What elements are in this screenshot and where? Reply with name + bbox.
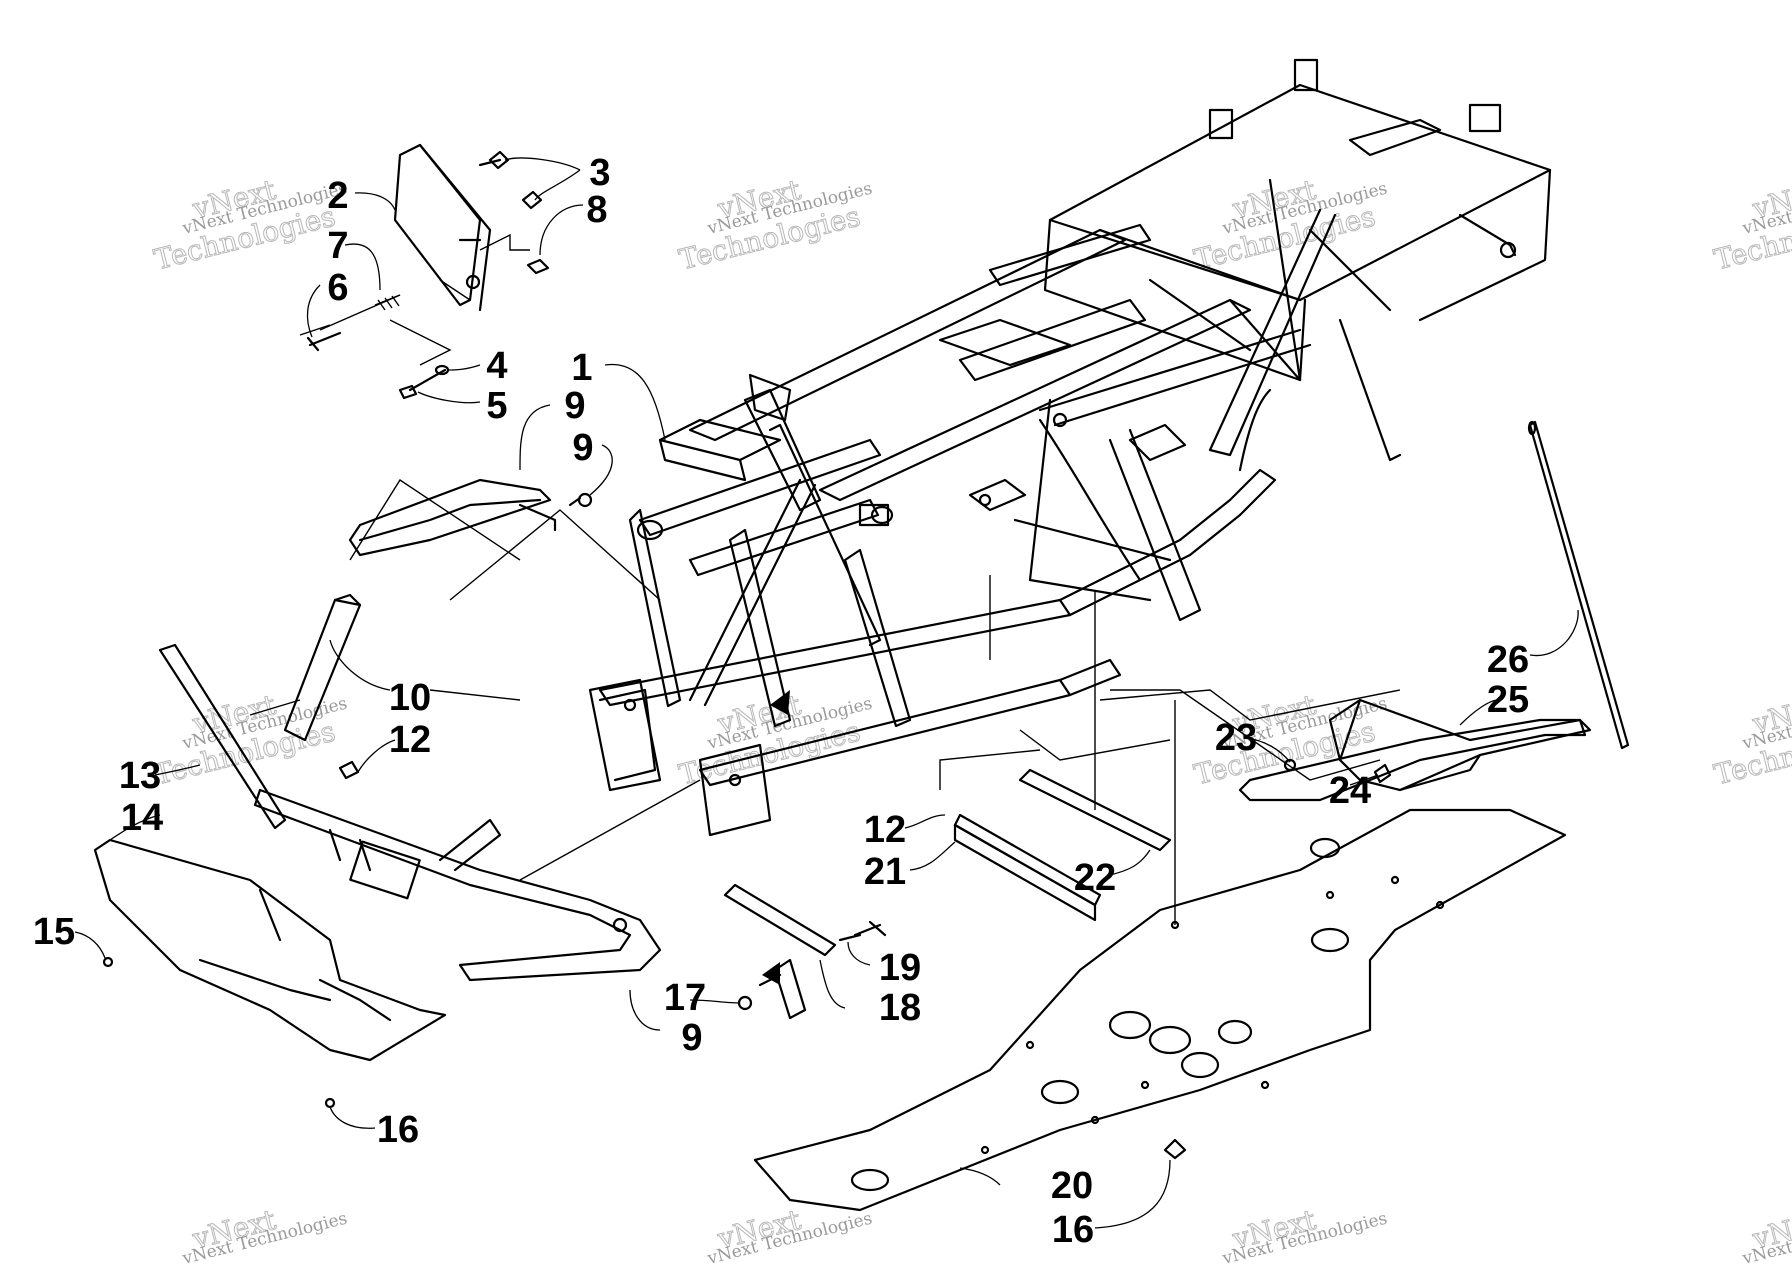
- frame-pad-rear: [1018, 768, 1172, 852]
- watermark: vNext vNext Technologies Technologies: [1190, 172, 1389, 276]
- bracket-bolt: [838, 920, 887, 942]
- front-rack-bracket: [348, 478, 593, 557]
- callout-24: 24: [1329, 770, 1371, 812]
- rear-tube-rail: [1238, 718, 1587, 802]
- bracket-nut: [737, 995, 753, 1011]
- callout-20: 20: [1051, 1165, 1093, 1207]
- bottom-skid-plate: [753, 808, 1567, 1212]
- callout-3: 3: [589, 152, 610, 194]
- rear-footwell-bracket: [1328, 698, 1592, 792]
- watermark: vNext vNext Technologies Technologies: [150, 687, 349, 791]
- headlight-mount-lines: [389, 233, 530, 366]
- callout-12-left: 12: [389, 719, 431, 761]
- main-frame: [588, 58, 1552, 837]
- headlight-washer-nut: [398, 364, 450, 400]
- callout-14: 14: [121, 797, 163, 839]
- leader-lines: [74, 157, 1579, 1229]
- reference-arrow: [762, 690, 790, 985]
- watermark: vNext vNext Technologies Technologies: [1710, 687, 1792, 791]
- callout-22: 22: [1074, 857, 1116, 899]
- watermark: vNext vNext Technologies Technologies: [675, 172, 874, 276]
- callout-10: 9: [564, 385, 585, 427]
- headlight-assembly: [393, 143, 492, 312]
- watermark: vNext vNext Technologies Technologies: [675, 687, 874, 791]
- callout-8: 8: [586, 189, 607, 231]
- watermark: vNext vNext Technologies: [705, 1202, 875, 1269]
- callout-15: 15: [33, 911, 75, 953]
- callout-9-top: 9: [572, 427, 593, 469]
- skid-plate-fastener: [1163, 1138, 1187, 1160]
- callout-19: 19: [879, 947, 921, 989]
- support-rod: [1527, 420, 1630, 750]
- support-bracket: [723, 883, 837, 1020]
- watermark: vNext vNext Technologies: [180, 1202, 350, 1269]
- headlight-adjuster-screw: [306, 331, 342, 352]
- bumper-bolt: [338, 760, 360, 780]
- callout-26: 26: [1487, 639, 1529, 681]
- callout-18: 18: [879, 987, 921, 1029]
- callout-7: 7: [327, 225, 348, 267]
- bumper-brace: [283, 593, 362, 742]
- callout-2: 2: [327, 175, 348, 217]
- callout-23: 23: [1215, 717, 1257, 759]
- front-skid-plate: [93, 838, 447, 1062]
- callouts: 2 3 8 7 6 4 5 1 9 9 10 12 13 14 15 16 17…: [33, 152, 1529, 1251]
- headlight-grommet: [526, 258, 550, 275]
- watermark: vNext vNext Technologies Technologies: [1710, 172, 1792, 276]
- callout-5: 5: [486, 385, 507, 427]
- frame-pad-front: [953, 813, 1102, 922]
- callout-21: 21: [864, 851, 906, 893]
- callout-25: 25: [1487, 679, 1529, 721]
- headlight-adjuster-spring: [299, 294, 401, 336]
- rear-fastener: [1283, 758, 1392, 784]
- headlight-bulb-socket: [478, 150, 543, 210]
- callout-13: 13: [119, 755, 161, 797]
- front-bumper: [158, 643, 662, 982]
- skid-plate-screw: [102, 956, 336, 1109]
- callout-17: 17: [664, 977, 706, 1019]
- watermark: vNext vNext Technologies Technologies: [150, 172, 349, 276]
- callout-1: 1: [571, 347, 592, 389]
- watermark: vNext vNext Technologies: [1220, 1202, 1390, 1269]
- watermark: vNext vNext Technologies: [1740, 1202, 1792, 1269]
- callout-16-right: 16: [1052, 1209, 1094, 1251]
- callout-12-center: 12: [864, 809, 906, 851]
- callout-11: 10: [389, 677, 431, 719]
- callout-6: 6: [327, 267, 348, 309]
- assembly-guide-lines: [249, 479, 1401, 925]
- callout-4: 4: [486, 345, 507, 387]
- callout-16-left: 16: [377, 1109, 419, 1151]
- callout-9-bottom: 9: [681, 1017, 702, 1059]
